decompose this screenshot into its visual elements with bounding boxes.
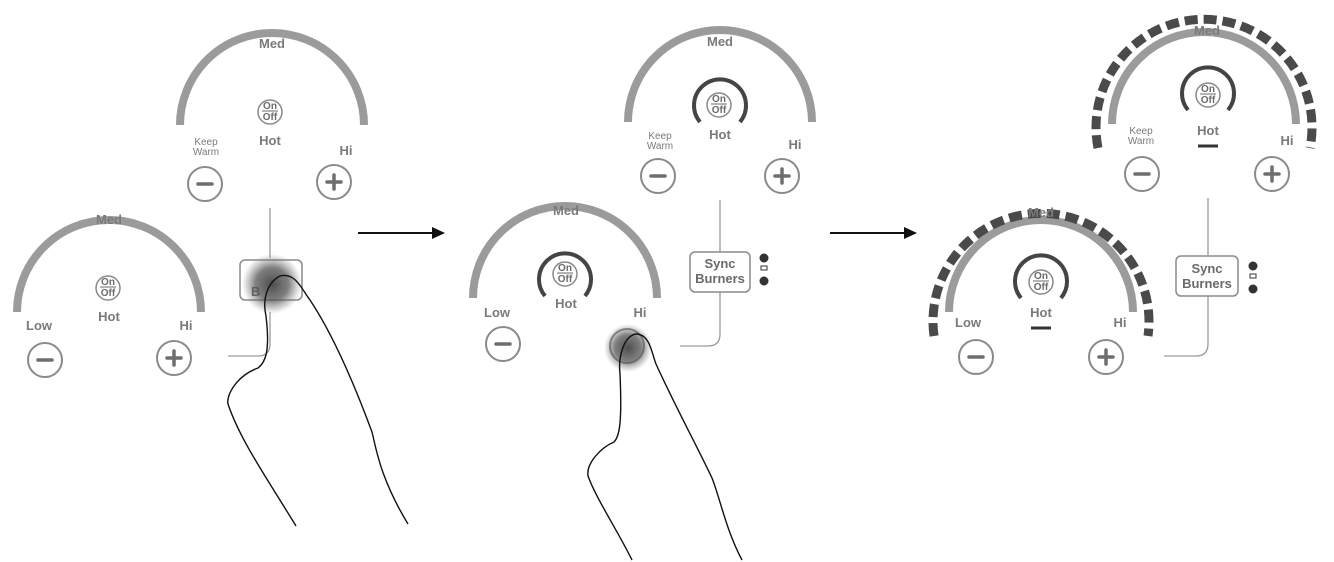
panel-3: Med On Off Hot Keep Warm Hi	[928, 14, 1317, 375]
svg-text:Off: Off	[1034, 282, 1049, 293]
hi-label: Hi	[634, 305, 647, 320]
svg-text:On: On	[263, 101, 277, 112]
plus-button[interactable]	[1088, 339, 1124, 375]
panel-1: Med On Off Hot Keep Warm Hi	[13, 29, 409, 527]
front-burner-control: Med On Off Hot Low Hi	[13, 212, 271, 378]
sync-indicator-icon	[759, 253, 769, 286]
plus-icon	[773, 167, 791, 185]
med-label: Med	[259, 36, 285, 51]
warm-label: Warm	[1128, 136, 1154, 147]
heat-arc	[176, 29, 368, 126]
heat-arc	[1108, 28, 1300, 125]
hot-label: Hot	[259, 133, 281, 148]
low-label: Low	[484, 305, 511, 320]
med-label: Med	[553, 203, 579, 218]
on-off-button[interactable]: On Off	[257, 99, 283, 125]
heat-arc	[13, 216, 205, 313]
hot-label: Hot	[555, 296, 577, 311]
plus-icon	[1263, 165, 1281, 183]
hot-label: Hot	[98, 309, 120, 324]
plus-button[interactable]	[156, 340, 192, 376]
panel-2: Med On Off Hot Keep Warm Hi	[469, 26, 816, 561]
plus-button[interactable]	[764, 158, 800, 194]
hi-label: Hi	[340, 143, 353, 158]
heat-arc	[469, 202, 661, 299]
hot-label: Hot	[709, 127, 731, 142]
svg-text:On: On	[558, 263, 572, 274]
rear-burner-control: Med On Off Hot Keep Warm Hi	[176, 29, 368, 258]
hand-pointer-icon	[587, 333, 743, 561]
svg-text:On: On	[101, 277, 115, 288]
heat-arc	[624, 26, 816, 123]
plus-icon	[325, 173, 343, 191]
hi-label: Hi	[1114, 315, 1127, 330]
svg-text:Off: Off	[101, 288, 116, 299]
keep-label: Keep	[194, 137, 218, 148]
hi-label: Hi	[789, 137, 802, 152]
on-off-button[interactable]: On Off	[552, 261, 578, 287]
touch-point	[604, 324, 652, 372]
warm-label: Warm	[193, 147, 219, 158]
arrow-right-icon	[830, 227, 917, 239]
minus-button[interactable]	[187, 166, 223, 202]
svg-text:Off: Off	[558, 274, 573, 285]
minus-button[interactable]	[1124, 156, 1160, 192]
svg-text:On: On	[1034, 271, 1048, 282]
med-label: Med	[1194, 23, 1220, 38]
warm-label: Warm	[647, 141, 673, 152]
active-ring	[1013, 253, 1069, 300]
minus-button[interactable]	[27, 342, 63, 378]
heat-level-indicator	[928, 208, 1154, 337]
active-ring	[692, 77, 748, 124]
on-off-button[interactable]: On Off	[1028, 269, 1054, 295]
med-label: Med	[707, 34, 733, 49]
on-off-button[interactable]: On Off	[1195, 82, 1221, 108]
svg-text:Sync: Sync	[1191, 261, 1222, 276]
on-off-button[interactable]: On Off	[95, 275, 121, 301]
minus-button[interactable]	[958, 339, 994, 375]
plus-button[interactable]	[1254, 156, 1290, 192]
sync-burners-button[interactable]: Sync Burners	[689, 251, 751, 293]
med-label: Med	[96, 212, 122, 227]
hot-label: Hot	[1030, 305, 1052, 320]
low-label: Low	[26, 318, 53, 333]
svg-text:On: On	[712, 94, 726, 105]
front-burner-control: Med On Off Hot Low Hi	[469, 202, 721, 372]
keep-label: Keep	[648, 131, 672, 142]
touch-point	[242, 254, 302, 314]
on-off-button[interactable]: On Off	[706, 92, 732, 118]
plus-icon	[165, 349, 183, 367]
hand-pointer-icon	[227, 274, 409, 527]
sync-burners-button[interactable]: Sync Burners	[1175, 255, 1239, 297]
front-burner-control: Med On Off Hot Low Hi	[928, 205, 1209, 375]
heat-arc	[945, 216, 1137, 313]
hi-label: Hi	[180, 318, 193, 333]
low-label: Low	[955, 315, 982, 330]
plus-button[interactable]	[316, 164, 352, 200]
rear-burner-control: Med On Off Hot Keep Warm Hi	[624, 26, 816, 252]
arrow-right-icon	[358, 227, 445, 239]
keep-label: Keep	[1129, 126, 1153, 137]
svg-text:Burners: Burners	[1182, 276, 1232, 291]
svg-text:Off: Off	[712, 105, 727, 116]
med-label: Med	[1028, 205, 1054, 220]
svg-text:Sync: Sync	[704, 256, 735, 271]
active-ring	[1180, 65, 1236, 112]
active-ring	[537, 251, 593, 298]
svg-text:Burners: Burners	[695, 271, 745, 286]
sync-indicator-icon	[1248, 261, 1258, 294]
sync-burners-button[interactable]: B	[239, 254, 303, 314]
minus-button[interactable]	[485, 326, 521, 362]
svg-text:Off: Off	[1201, 95, 1216, 106]
rear-burner-control: Med On Off Hot Keep Warm Hi	[1091, 14, 1317, 255]
heat-level-indicator	[1091, 14, 1317, 149]
plus-icon	[1097, 348, 1115, 366]
hi-label: Hi	[1281, 133, 1294, 148]
svg-text:On: On	[1201, 84, 1215, 95]
hot-label: Hot	[1197, 123, 1219, 138]
minus-button[interactable]	[640, 158, 676, 194]
svg-text:Off: Off	[263, 112, 278, 123]
